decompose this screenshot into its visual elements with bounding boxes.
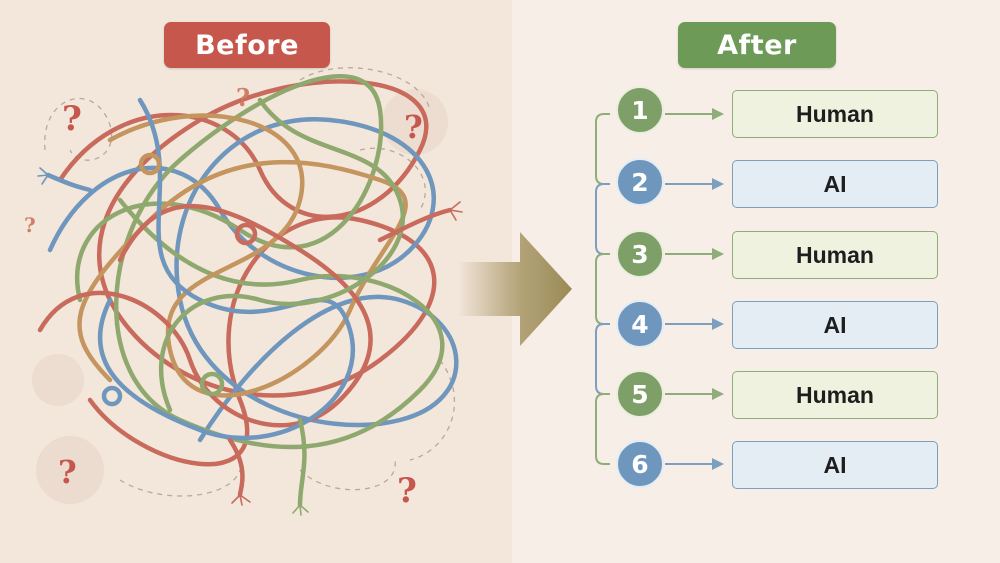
svg-text:?: ?: [62, 99, 82, 139]
dashed-swirls: [44, 67, 456, 497]
svg-text:?: ?: [404, 108, 423, 146]
before-label: Before: [164, 22, 330, 68]
step-4-label: AI: [732, 301, 938, 349]
svg-text:5: 5: [631, 380, 648, 409]
question-mark-icon: ? ? ? ? ? ?: [24, 83, 423, 511]
svg-text:?: ?: [24, 213, 36, 237]
step-6-label: AI: [732, 441, 938, 489]
svg-text:2: 2: [631, 168, 648, 197]
tangled-rope-icon: [37, 74, 459, 508]
tangle-background-circles: [32, 89, 448, 504]
step-1: 1: [616, 86, 724, 134]
svg-text:3: 3: [631, 240, 648, 269]
step-5: 5: [616, 370, 724, 418]
step-2: 2: [616, 158, 724, 206]
svg-text:1: 1: [631, 96, 648, 125]
step-connectors: [595, 113, 610, 465]
svg-text:4: 4: [631, 310, 648, 339]
step-6: 6: [616, 440, 724, 488]
svg-text:?: ?: [58, 453, 77, 491]
svg-text:?: ?: [397, 471, 417, 511]
step-4: 4: [616, 300, 724, 348]
svg-text:?: ?: [236, 83, 250, 112]
step-3: 3: [616, 230, 724, 278]
step-5-label: Human: [732, 371, 938, 419]
step-3-label: Human: [732, 231, 938, 279]
after-label: After: [678, 22, 836, 68]
step-1-label: Human: [732, 90, 938, 138]
transition-arrow-icon: [458, 232, 572, 346]
rope-frayed-ends: [37, 167, 463, 516]
svg-text:6: 6: [631, 450, 648, 479]
step-2-label: AI: [732, 160, 938, 208]
